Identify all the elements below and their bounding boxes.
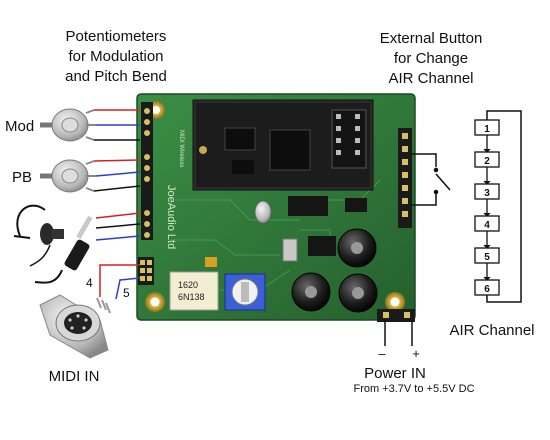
air-channel-label: AIR Channel bbox=[449, 322, 534, 339]
power-in-label: Power IN bbox=[364, 365, 426, 382]
pots-title-line2: for Modulation bbox=[68, 48, 163, 65]
audio-jack-plug bbox=[34, 215, 93, 284]
regulator bbox=[282, 238, 298, 262]
ic-chip-2 bbox=[308, 236, 336, 256]
air-channel-loop bbox=[486, 110, 522, 303]
midi-wires bbox=[99, 264, 141, 300]
optocoupler-chip: 1620 6N138 bbox=[169, 271, 219, 311]
left-header-pins bbox=[141, 102, 153, 240]
ext-btn-title-line2: for Change bbox=[394, 50, 468, 67]
air-channel-5: 5 bbox=[474, 247, 500, 264]
mod-wires bbox=[94, 109, 140, 141]
air-channel-4-label: 4 bbox=[484, 220, 490, 231]
air-channel-2-label: 2 bbox=[484, 156, 490, 167]
crystal-oscillator bbox=[254, 200, 272, 224]
pb-wires bbox=[93, 159, 141, 192]
midi-pin5-label: 5 bbox=[123, 286, 130, 300]
midi-pin4-label: 4 bbox=[86, 276, 93, 290]
ext-btn-title-line3: AIR Channel bbox=[388, 70, 473, 87]
air-channel-3: 3 bbox=[474, 183, 500, 200]
pots-title-line3: and Pitch Bend bbox=[65, 68, 167, 85]
external-button-switch bbox=[411, 153, 451, 206]
potentiometers-title: Potentiometers for Modulation and Pitch … bbox=[65, 28, 167, 85]
wireless-module bbox=[192, 99, 374, 191]
power-range-label: From +3.7V to +5.5V DC bbox=[353, 383, 474, 395]
small-capacitor bbox=[205, 257, 217, 267]
right-header-pins bbox=[398, 128, 412, 228]
air-channel-list: 1 2 3 4 5 6 bbox=[474, 119, 500, 296]
air-channel-4: 4 bbox=[474, 215, 500, 232]
midi-din-connector bbox=[39, 294, 111, 359]
mod-label: Mod bbox=[5, 118, 34, 135]
ic-chip-3 bbox=[345, 198, 367, 212]
pb-label: PB bbox=[12, 169, 32, 186]
electrolytic-caps bbox=[291, 228, 378, 313]
air-channel-1: 1 bbox=[474, 119, 500, 136]
board-silk-text-2: MIDI Wireless bbox=[178, 130, 184, 167]
air-channel-1-label: 1 bbox=[484, 124, 490, 135]
power-plus-label: + bbox=[412, 346, 420, 361]
jack-wires bbox=[95, 212, 141, 241]
board-silk-text-1: JoeAudio Ltd bbox=[165, 185, 177, 249]
opto-text-2: 6N138 bbox=[178, 292, 205, 302]
air-channel-2: 2 bbox=[474, 151, 500, 168]
air-channel-5-label: 5 bbox=[484, 252, 490, 263]
midi-header-pins bbox=[138, 257, 154, 285]
midi-in-label: MIDI IN bbox=[49, 368, 100, 385]
trimmer-potentiometer bbox=[224, 273, 266, 311]
external-button-title: External Button for Change AIR Channel bbox=[380, 30, 483, 87]
pb-potentiometer bbox=[40, 159, 96, 193]
power-minus-label: – bbox=[378, 346, 386, 361]
ext-btn-title-line1: External Button bbox=[380, 30, 483, 47]
opto-text-1: 1620 bbox=[178, 280, 198, 290]
ic-chip-1 bbox=[288, 196, 328, 216]
pcb-board: JoeAudio Ltd MIDI Wireless bbox=[136, 93, 416, 322]
pots-title-line1: Potentiometers bbox=[66, 28, 167, 45]
headset-icon bbox=[13, 204, 64, 267]
air-channel-6-label: 6 bbox=[484, 284, 490, 295]
air-channel-3-label: 3 bbox=[484, 188, 490, 199]
power-wires bbox=[384, 320, 413, 346]
air-channel-6: 6 bbox=[474, 279, 500, 296]
mod-potentiometer bbox=[40, 108, 96, 142]
